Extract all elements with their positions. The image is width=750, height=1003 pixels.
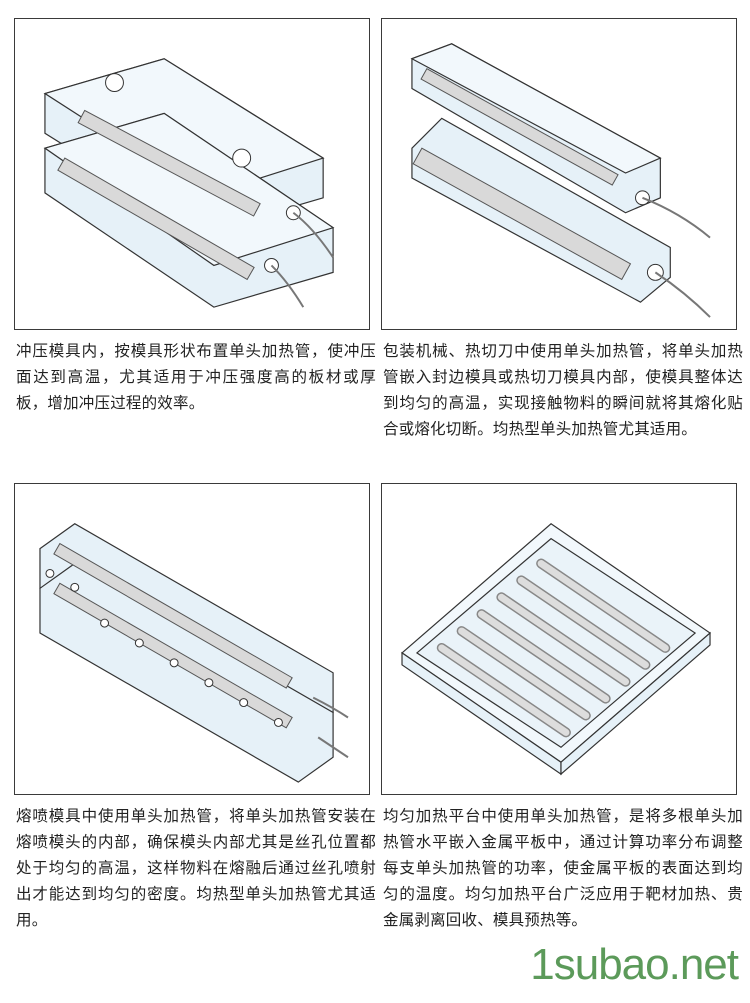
illustration-packaging-machine [381,18,737,330]
panel-description: 冲压模具内，按模具形状布置单头加热管，使冲压面达到高温，尤其适用于冲压强度高的板… [16,342,376,412]
panel-description: 熔喷模具中使用单头加热管，将单头加热管安装在熔喷模头的内部，确保模头内部尤其是丝… [16,807,376,929]
panel-description: 包装机械、热切刀中使用单头加热管，将单头加热管嵌入封边模具或热切刀模具内部，使模… [383,342,743,438]
panel-description: 均匀加热平台中使用单头加热管，是将多根单头加热管水平嵌入金属平板中，通过计算功率… [383,807,743,929]
watermark-logo: 1subao.net [530,940,739,989]
illustration-meltblown-die [14,483,370,795]
illustration-heating-platform [381,483,737,795]
illustration-stamping-die [14,18,370,330]
